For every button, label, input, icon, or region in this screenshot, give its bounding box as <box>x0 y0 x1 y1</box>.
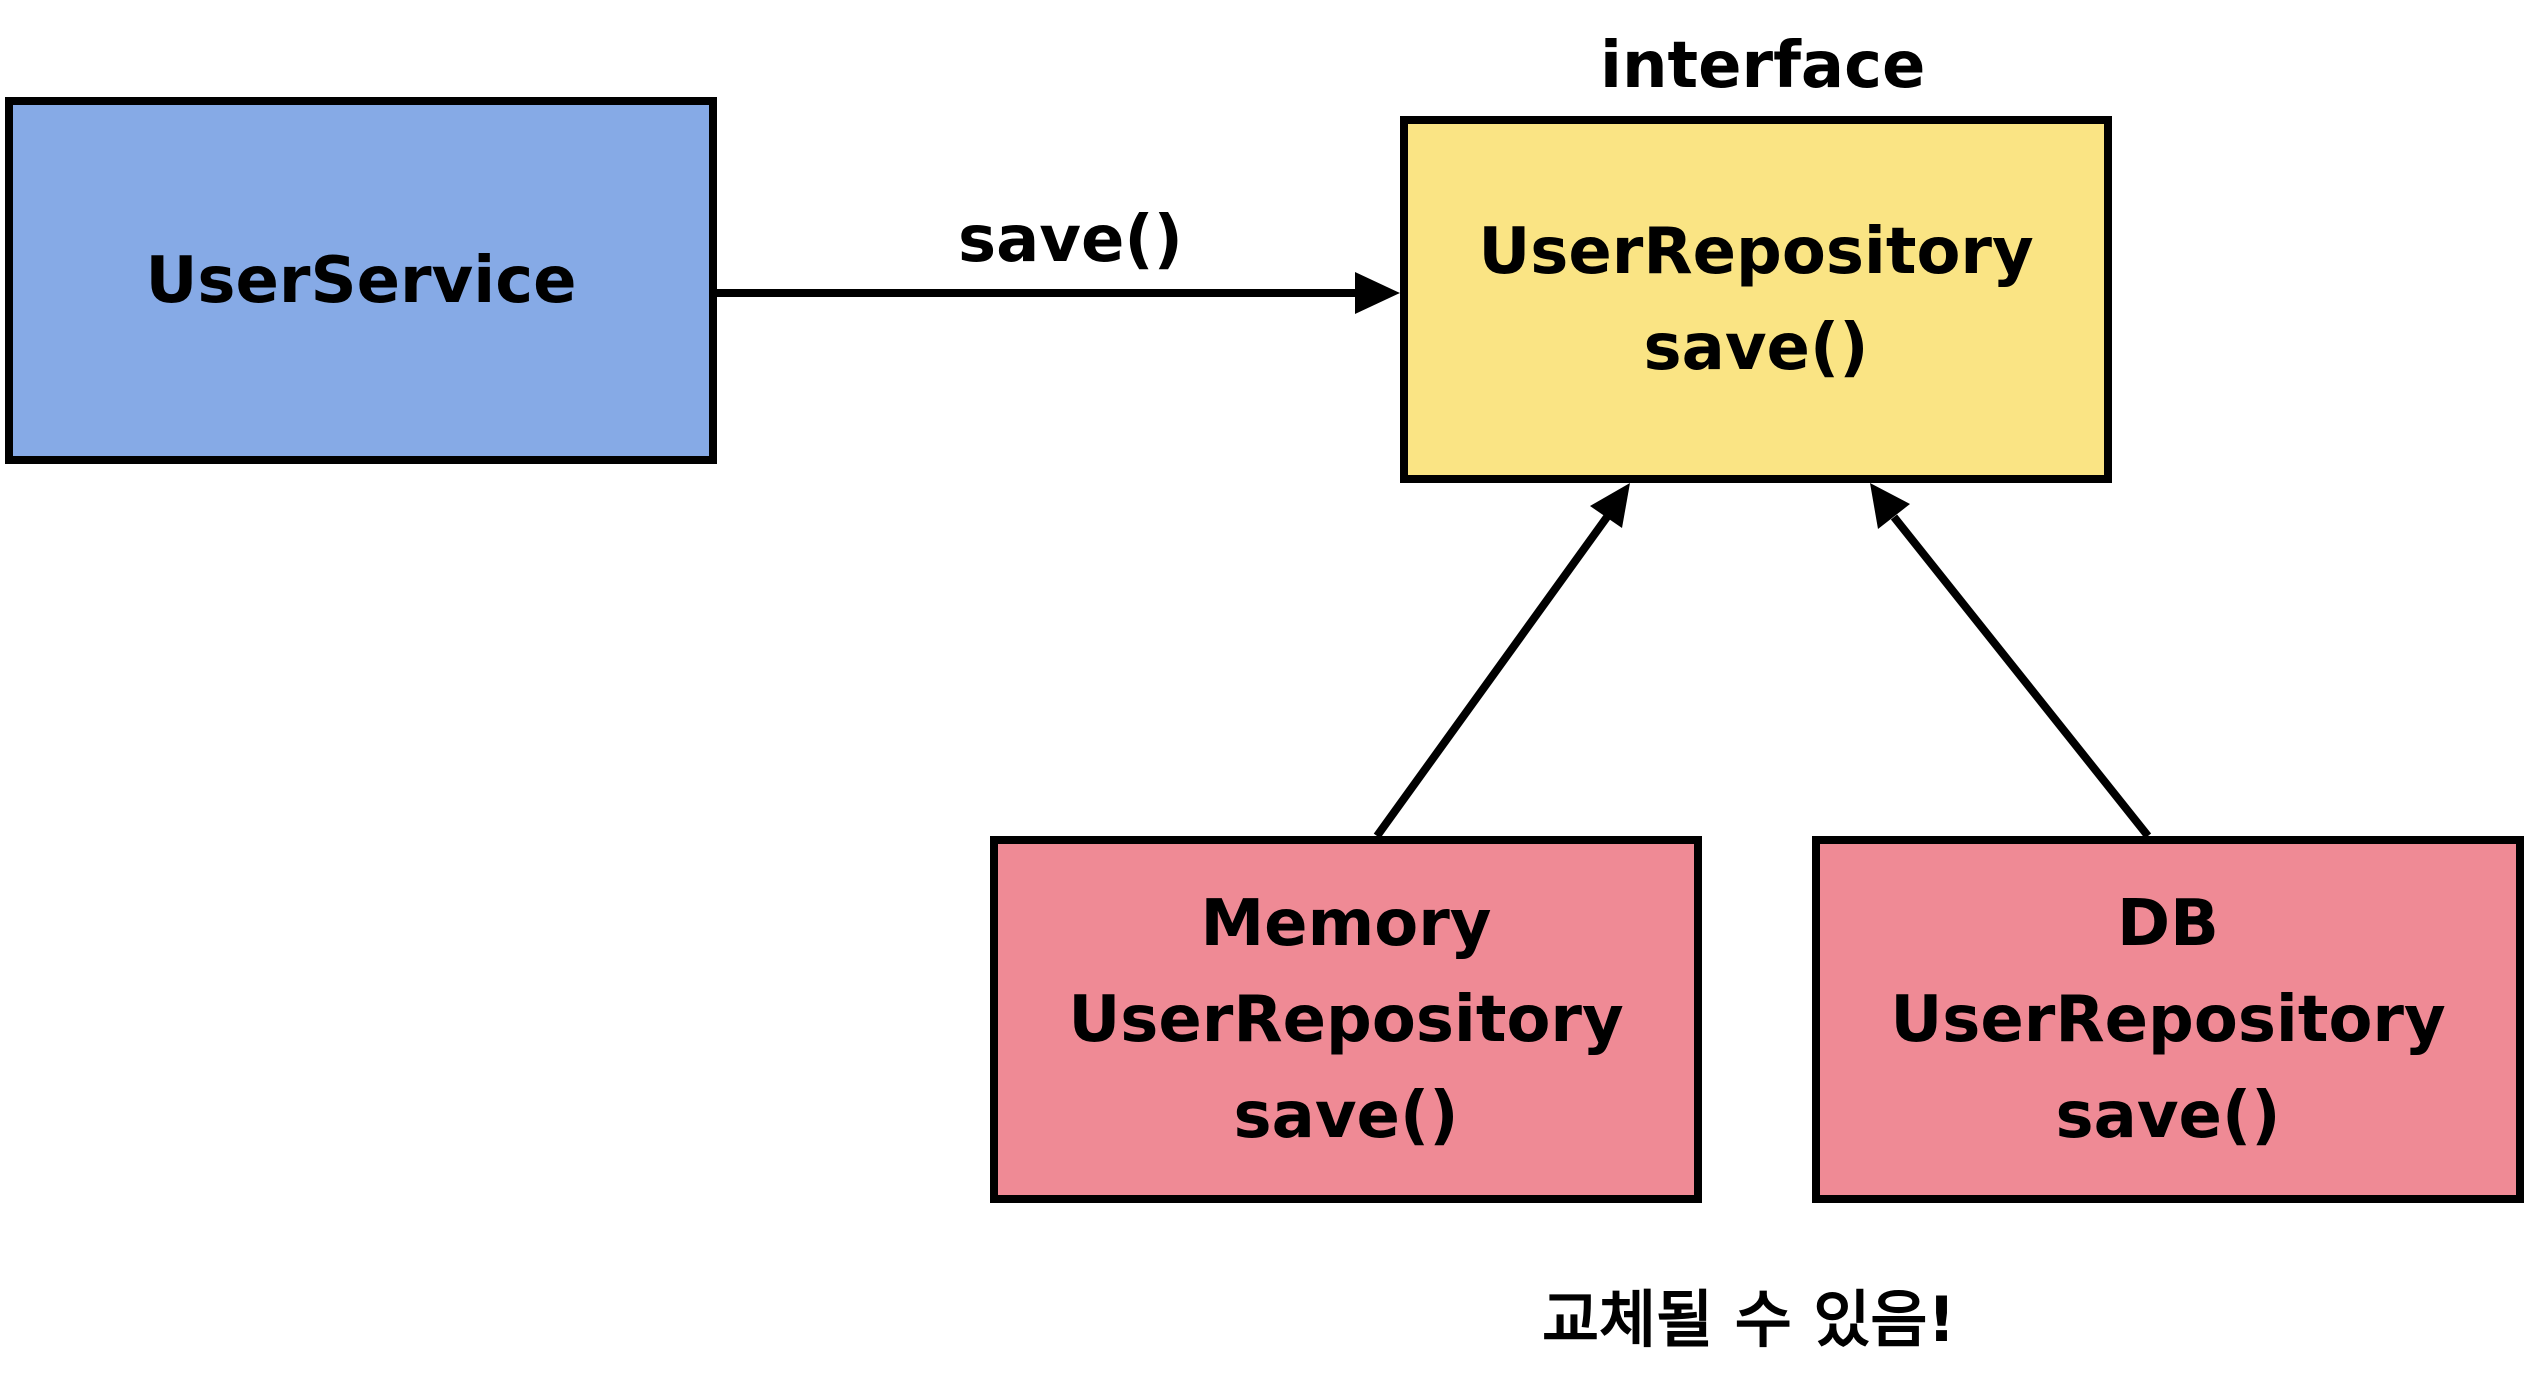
replaceable-note: 교체될 수 있음! <box>1542 1283 1956 1356</box>
arrowhead-service-to-repository <box>1355 272 1400 314</box>
user-repository-interface-node: UserRepository save() <box>1400 116 2112 483</box>
user-repository-method: save() <box>1643 310 1869 385</box>
db-repository-prefix: DB <box>2117 886 2219 961</box>
user-repository-name: UserRepository <box>1478 214 2034 289</box>
memory-user-repository-node: Memory UserRepository save() <box>990 836 1702 1203</box>
user-service-node: UserService <box>5 97 717 464</box>
memory-repository-name: UserRepository <box>1068 982 1624 1057</box>
interface-stereotype-label: interface <box>1600 29 1926 103</box>
arrow-memory-to-interface <box>1373 514 1611 839</box>
user-service-name: UserService <box>145 243 577 318</box>
memory-repository-method: save() <box>1233 1078 1459 1153</box>
db-repository-name: UserRepository <box>1890 982 2446 1057</box>
db-repository-method: save() <box>2055 1078 2281 1153</box>
save-call-label: save() <box>958 203 1183 277</box>
db-user-repository-node: DB UserRepository save() <box>1812 836 2524 1203</box>
memory-repository-prefix: Memory <box>1200 886 1492 961</box>
arrow-db-to-interface <box>1890 514 2152 839</box>
arrowhead-memory-to-interface <box>1590 483 1630 528</box>
arrowhead-db-to-interface <box>1870 483 1910 529</box>
